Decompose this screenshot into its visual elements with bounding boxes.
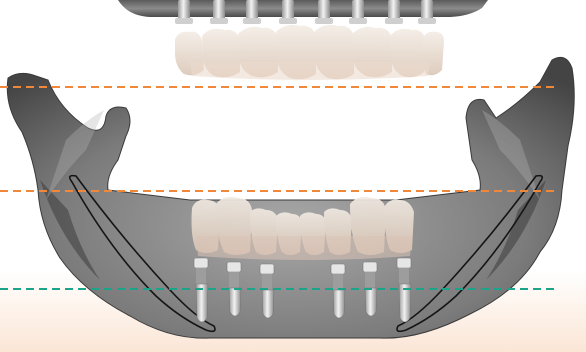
upper-teeth-bridge	[175, 25, 444, 80]
